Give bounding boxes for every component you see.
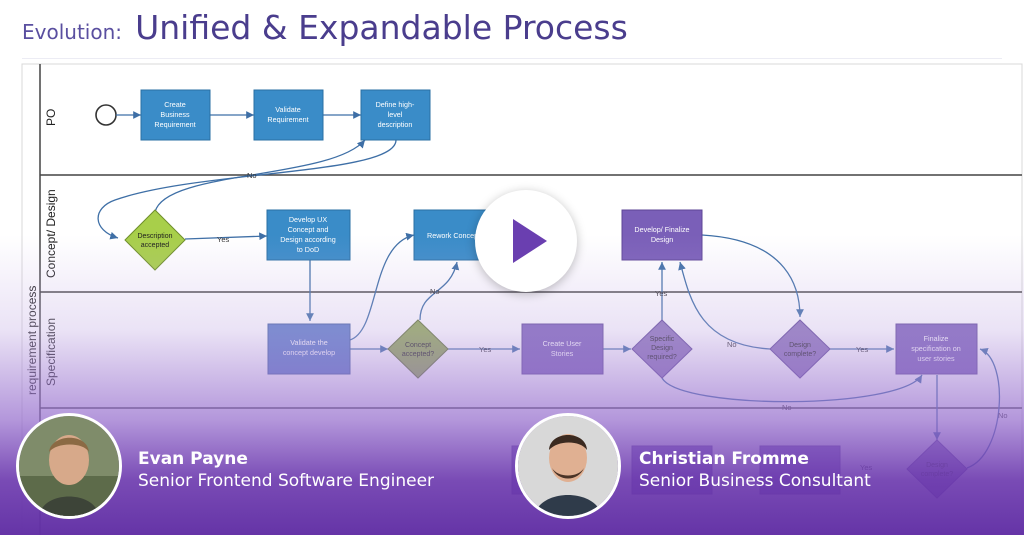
start-event [95, 104, 117, 126]
task-define-high-level-description: Define high- level description [360, 89, 431, 141]
svg-text:Design according: Design according [280, 235, 336, 244]
avatar-portrait-icon [518, 416, 618, 516]
svg-text:specification on: specification on [911, 344, 961, 353]
svg-text:No: No [430, 287, 440, 296]
svg-text:level: level [388, 110, 403, 119]
task-create-business-requirement: Create Business Requirement [140, 89, 211, 141]
svg-text:Yes: Yes [217, 235, 229, 244]
speaker-card-2: Christian Fromme Senior Business Consult… [515, 413, 915, 519]
svg-text:Concept and: Concept and [288, 225, 329, 234]
svg-text:concept develop: concept develop [283, 348, 335, 357]
svg-text:Create: Create [164, 100, 186, 109]
avatar-portrait-icon [19, 416, 119, 516]
svg-text:accepted: accepted [141, 242, 170, 249]
speaker-card-1: Evan Payne Senior Frontend Software Engi… [16, 413, 476, 519]
task-finalize-specification: Finalize specification on user stories [895, 323, 978, 375]
svg-text:Design: Design [926, 462, 948, 469]
svg-text:Finalize: Finalize [924, 334, 949, 343]
svg-text:Design: Design [651, 345, 673, 352]
svg-text:No: No [727, 340, 737, 349]
svg-text:Define high-: Define high- [376, 100, 415, 109]
task-validate-requirement: Validate Requirement [253, 89, 324, 141]
svg-text:Develop UX: Develop UX [289, 215, 328, 224]
svg-text:Concept: Concept [405, 342, 431, 349]
svg-text:Yes: Yes [655, 289, 667, 298]
lane-label-concept-design: Concept/ Design [44, 189, 58, 278]
svg-text:complete?: complete? [921, 471, 953, 478]
task-validate-concept: Validate the concept develop [267, 323, 351, 375]
task-create-user-stories: Create User Stories [521, 323, 604, 375]
speaker-role: Senior Business Consultant [639, 471, 871, 491]
svg-text:Stories: Stories [551, 349, 574, 358]
avatar [16, 413, 122, 519]
svg-text:complete?: complete? [784, 351, 816, 358]
avatar [515, 413, 621, 519]
speaker-name: Christian Fromme [639, 449, 809, 469]
svg-text:Yes: Yes [479, 345, 491, 354]
svg-text:Requirement: Requirement [267, 115, 308, 124]
play-button[interactable] [475, 190, 577, 292]
task-develop-finalize-design: Develop/ Finalize Design [621, 209, 703, 261]
lane-label-specification: Specification [44, 318, 58, 386]
svg-text:Business: Business [160, 110, 190, 119]
speaker-name: Evan Payne [138, 449, 248, 469]
svg-text:Design: Design [651, 235, 673, 244]
speaker-role: Senior Frontend Software Engineer [138, 471, 435, 491]
svg-text:Validate the: Validate the [290, 338, 327, 347]
lane-label-po: PO [44, 109, 58, 126]
svg-text:Rework Concept: Rework Concept [427, 231, 480, 240]
svg-text:accepted?: accepted? [402, 351, 434, 358]
task-develop-ux-concept: Develop UX Concept and Design according … [266, 209, 351, 261]
svg-text:description: description [378, 120, 413, 129]
svg-text:Yes: Yes [856, 345, 868, 354]
svg-text:No: No [247, 171, 257, 180]
svg-text:Create User: Create User [543, 339, 582, 348]
svg-text:user stories: user stories [917, 354, 955, 363]
svg-text:Design: Design [789, 342, 811, 349]
svg-text:Requirement: Requirement [154, 120, 195, 129]
svg-text:Specific: Specific [650, 336, 675, 343]
svg-text:Develop/ Finalize: Develop/ Finalize [634, 225, 689, 234]
svg-text:required?: required? [647, 354, 677, 361]
svg-text:Description: Description [137, 233, 172, 240]
svg-text:No: No [998, 411, 1008, 420]
svg-text:to DoD: to DoD [297, 245, 319, 254]
play-icon [513, 219, 547, 263]
svg-text:Validate: Validate [275, 105, 300, 114]
svg-text:No: No [782, 403, 792, 412]
pool-label: requirement process [25, 286, 39, 395]
